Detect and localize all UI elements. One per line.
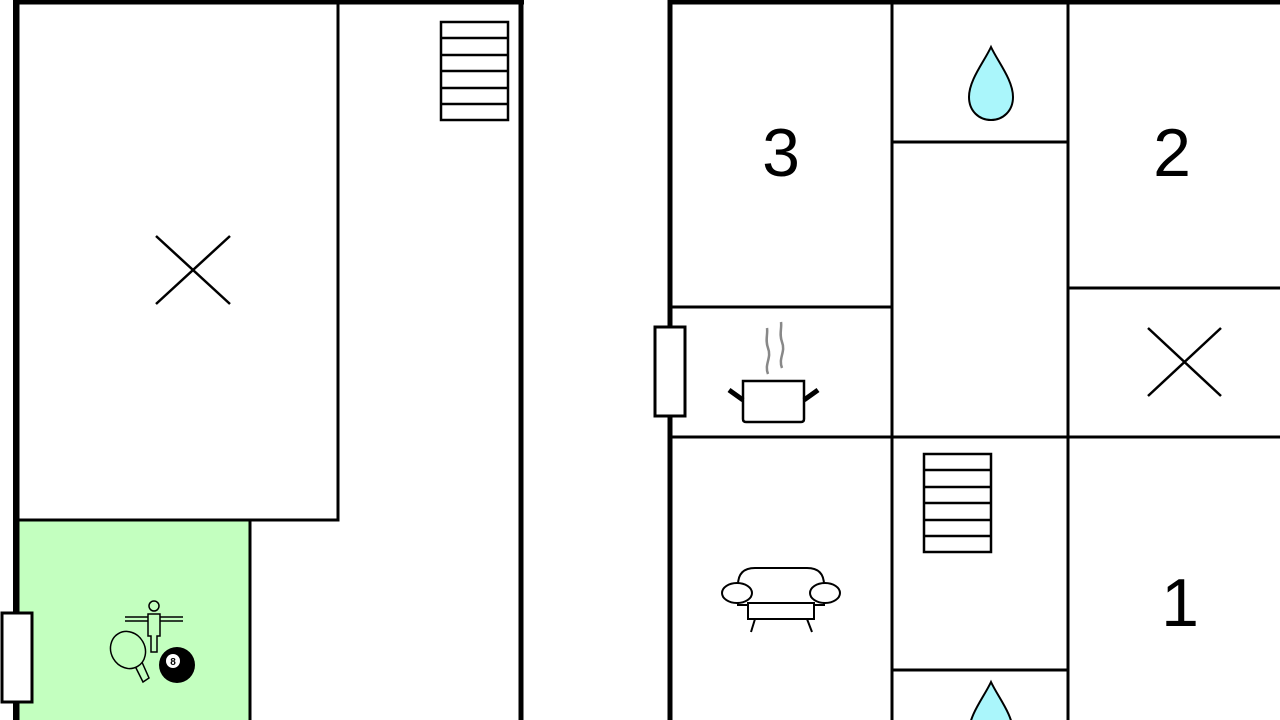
foosball-icon — [125, 600, 183, 653]
unlabeled-room — [16, 0, 340, 522]
room-label-2: 2 — [1153, 115, 1191, 191]
game-room — [16, 518, 252, 720]
svg-text:8: 8 — [170, 657, 176, 668]
x-mark-icon — [1147, 327, 1222, 397]
ping-pong-paddle-icon — [109, 630, 150, 684]
door — [653, 325, 687, 418]
water-drop-icon — [970, 679, 1012, 720]
sofa-icon — [721, 567, 841, 633]
stairs-icon — [922, 452, 993, 554]
eight-ball-icon: 8 — [159, 647, 195, 683]
right-building: 3 2 1 — [653, 0, 1280, 720]
x-mark-icon — [155, 235, 231, 305]
stairs-icon — [439, 20, 510, 122]
room-label-1: 1 — [1161, 565, 1199, 641]
door — [0, 611, 34, 704]
room-label-3: 3 — [762, 115, 800, 191]
left-building: 8 — [0, 0, 524, 720]
water-drop-icon — [967, 44, 1015, 122]
cooking-pot-icon — [727, 321, 820, 424]
